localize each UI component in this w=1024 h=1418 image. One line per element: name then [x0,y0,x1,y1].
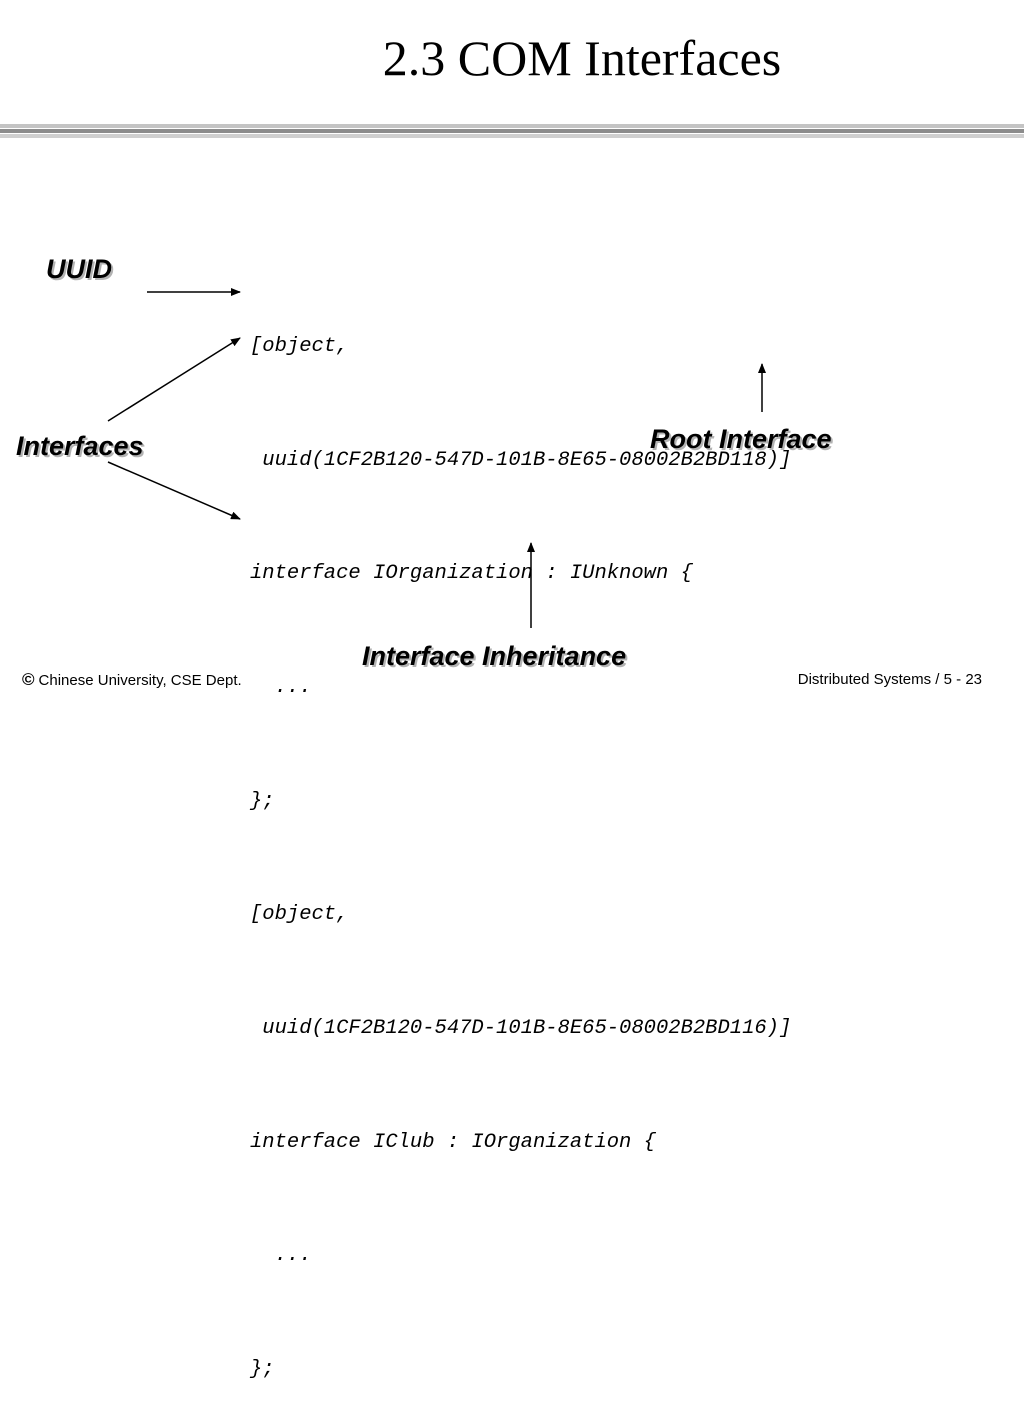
code-line: [object, [250,903,349,927]
code-line: }; [250,789,275,813]
footer-left: ©Chinese University, CSE Dept. [22,671,242,690]
code-line: uuid(1CF2B120-547D-101B-8E65-08002B2BD11… [250,1017,792,1041]
slide-title: 2.3 COM Interfaces [382,30,782,86]
copyright-symbol: © [22,670,35,689]
callout-uuid: UUID [46,254,112,284]
code-line: uuid(1CF2B120-547D-101B-8E65-08002B2BD11… [250,448,792,472]
arrow-interfaces-lower [107,461,241,520]
title-divider [0,122,1024,140]
callout-interfaces: Interfaces [16,431,144,461]
footer-left-text: Chinese University, CSE Dept. [38,672,242,689]
code-line: interface IClub : IOrganization { [250,1130,656,1154]
callout-root-interface: Root Interface [650,424,832,454]
code-line: ... [250,675,312,699]
callout-interface-inheritance: Interface Inheritance [362,641,627,671]
code-line: [object, [250,334,349,358]
code-line: ... [250,1244,312,1268]
code-line: }; [250,1358,275,1382]
code-line: interface IOrganization : IUnknown { [250,562,693,586]
arrow-interfaces-upper [107,337,241,422]
footer-right: Distributed Systems / 5 - 23 [797,671,982,688]
